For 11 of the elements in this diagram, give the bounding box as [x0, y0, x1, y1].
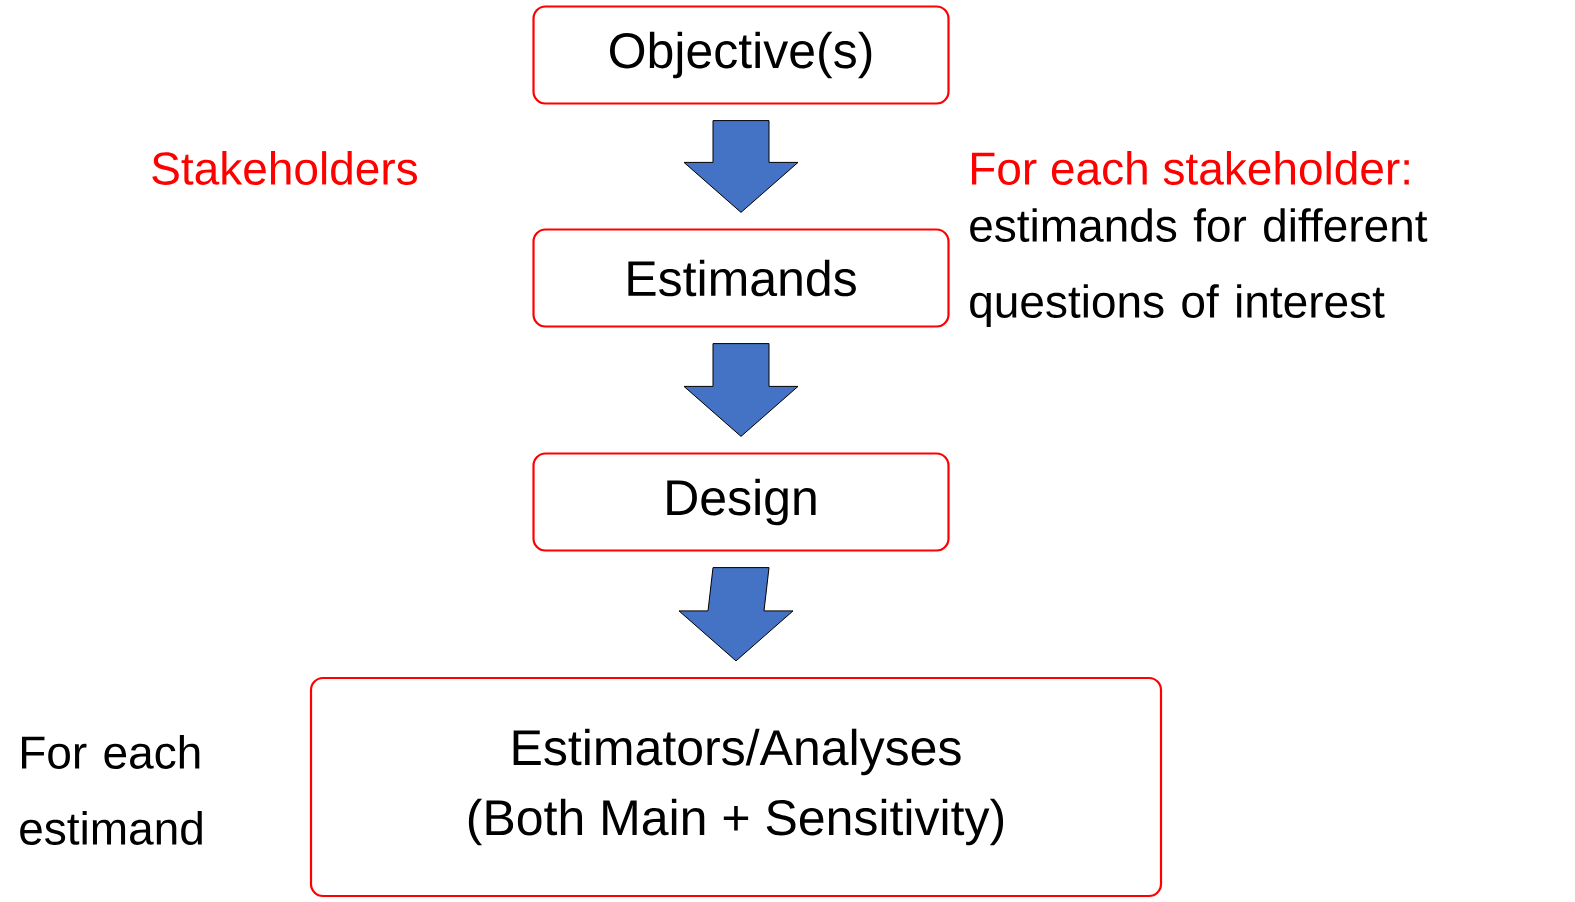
process-box: Objective(s): [532, 5, 950, 105]
process-box: Estimands: [532, 228, 950, 328]
note-text: Stakeholders: [152, 151, 417, 185]
note-text: For each estimand: [20, 735, 202, 845]
process-box: Design: [532, 452, 950, 552]
note-text: estimands for different questions of interest: [970, 208, 1428, 328]
block-arrow: [683, 120, 799, 213]
process-box: Estimators/Analyses (Both Main + Sensitivity): [309, 676, 1163, 898]
block-arrow: [683, 343, 799, 437]
block-arrow: [678, 567, 794, 662]
note-text: For each stakeholder:: [972, 151, 1409, 185]
